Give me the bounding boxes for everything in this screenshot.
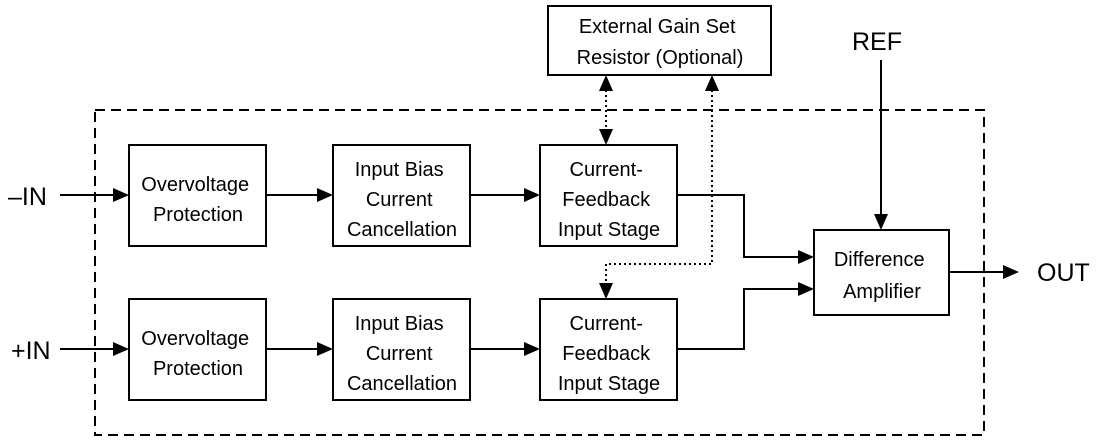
arrowhead (1003, 265, 1019, 279)
arrowhead (317, 342, 333, 356)
arrowhead (798, 250, 814, 264)
cfb-stage-label-bottom: Current- Feedback Input Stage (558, 313, 660, 395)
arrowhead (599, 283, 613, 299)
arrowhead (524, 342, 540, 356)
overvoltage-label-top: Overvoltage Protection (141, 174, 254, 226)
gain-resistor-block (547, 5, 772, 76)
arrowhead (798, 282, 814, 296)
difference-amp-label: Difference Amplifier (834, 249, 930, 303)
arrowhead (874, 214, 888, 230)
overvoltage-label-bottom: Overvoltage Protection (141, 328, 254, 380)
arrowhead (113, 342, 129, 356)
bias-cancel-block-top (332, 144, 471, 247)
out-terminal: OUT (1037, 259, 1090, 287)
cfb-stage-block-bottom (539, 298, 678, 401)
pos-in-terminal: +IN (11, 337, 51, 365)
device-boundary (94, 109, 985, 436)
overvoltage-block-bottom (128, 298, 267, 401)
arrowhead (599, 129, 613, 145)
arrowhead (524, 188, 540, 202)
gain-resistor-label: External Gain Set Resistor (Optional) (577, 16, 744, 69)
bias-cancel-block-bottom (332, 298, 471, 401)
ref-terminal: REF (852, 28, 902, 56)
wire-cfb-top-to-diff (677, 194, 799, 258)
wire-cfb-bottom-to-diff (677, 288, 799, 350)
arrowhead (599, 75, 613, 91)
difference-amp-block (813, 229, 950, 316)
gain-link-bottom (605, 90, 713, 284)
overvoltage-block-top (128, 144, 267, 247)
cfb-stage-block-top (539, 144, 678, 247)
cfb-stage-label-top: Current- Feedback Input Stage (558, 159, 660, 241)
arrowhead (113, 188, 129, 202)
arrowhead (705, 75, 719, 91)
neg-in-terminal: –IN (8, 183, 47, 211)
arrowhead (317, 188, 333, 202)
bias-cancel-label-bottom: Input Bias Current Cancellation (347, 313, 457, 395)
bias-cancel-label-top: Input Bias Current Cancellation (347, 159, 457, 241)
